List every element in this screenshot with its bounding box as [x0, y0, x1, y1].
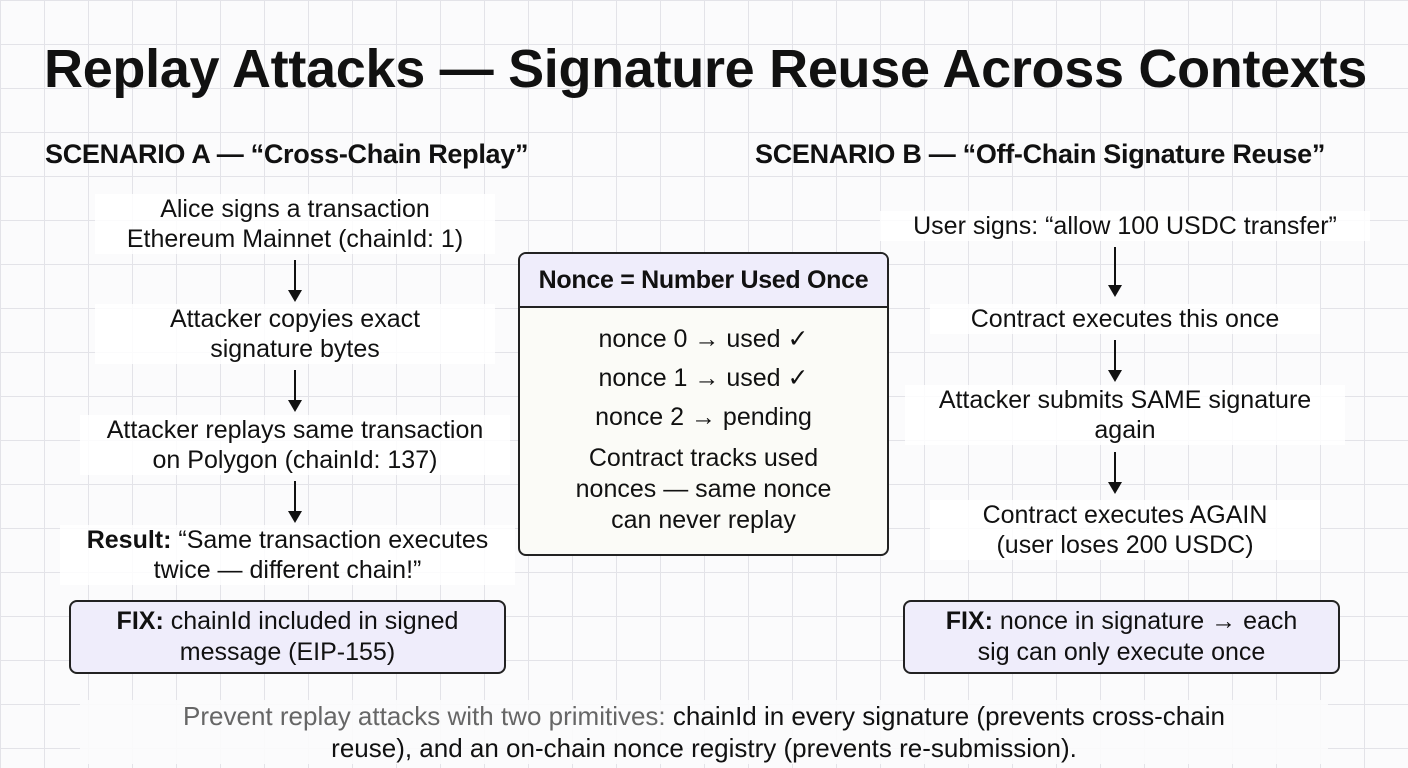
result-label: Result:: [86, 526, 172, 554]
scenario-a-heading: SCENARIO A — “Cross-Chain Replay”: [45, 139, 529, 169]
scenario-a-step-1: Alice signs a transaction Ethereum Mainn…: [95, 194, 495, 254]
scenario-a-step-3: Attacker replays same transaction on Pol…: [80, 415, 510, 475]
scenario-a-fix-box: FIX: chainId included in signed message …: [69, 600, 506, 674]
arrow-b-1: [1108, 247, 1122, 297]
nonce-panel-header: Nonce = Number Used Once: [520, 254, 887, 308]
scenario-b-step-3: Attacker submits SAME signature again: [905, 385, 1345, 445]
footer-lead: Prevent replay attacks with two primitiv…: [183, 701, 666, 731]
arrow-a-3: [288, 481, 302, 523]
arrow-b-3: [1108, 452, 1122, 494]
checkmark-icon: ✓: [787, 364, 809, 392]
checkmark-icon: ✓: [787, 325, 809, 353]
arrow-b-2: [1108, 340, 1122, 382]
footer-summary: Prevent replay attacks with two primitiv…: [80, 700, 1328, 764]
page-title: Replay Attacks — Signature Reuse Across …: [44, 39, 1368, 99]
scenario-b-fix-box: FIX: nonce in signature → each sig can o…: [903, 600, 1340, 674]
scenario-b-step-2: Contract executes this once: [930, 304, 1320, 334]
nonce-note: Contract tracks used nonces — same nonce…: [575, 444, 832, 534]
nonce-row-0: nonce 0 → used ✓: [598, 325, 809, 353]
nonce-row-1: nonce 1 → used ✓: [598, 364, 809, 392]
fix-label: FIX:: [116, 607, 164, 635]
arrow-a-2: [288, 370, 302, 412]
nonce-panel: Nonce = Number Used Once nonce 0 → used …: [518, 252, 889, 556]
scenario-b-step-4: Contract executes AGAIN (user loses 200 …: [930, 500, 1320, 560]
scenario-a-result: Result: “Same transaction executes twice…: [60, 525, 515, 585]
scenario-b-step-1: User signs: “allow 100 USDC transfer”: [880, 211, 1370, 241]
arrow-a-1: [288, 260, 302, 302]
fix-label: FIX:: [945, 607, 993, 635]
scenario-b-heading: SCENARIO B — “Off-Chain Signature Reuse”: [755, 139, 1326, 169]
nonce-row-2: nonce 2 → pending: [595, 403, 812, 431]
scenario-a-step-2: Attacker copyies exact signature bytes: [95, 304, 495, 364]
